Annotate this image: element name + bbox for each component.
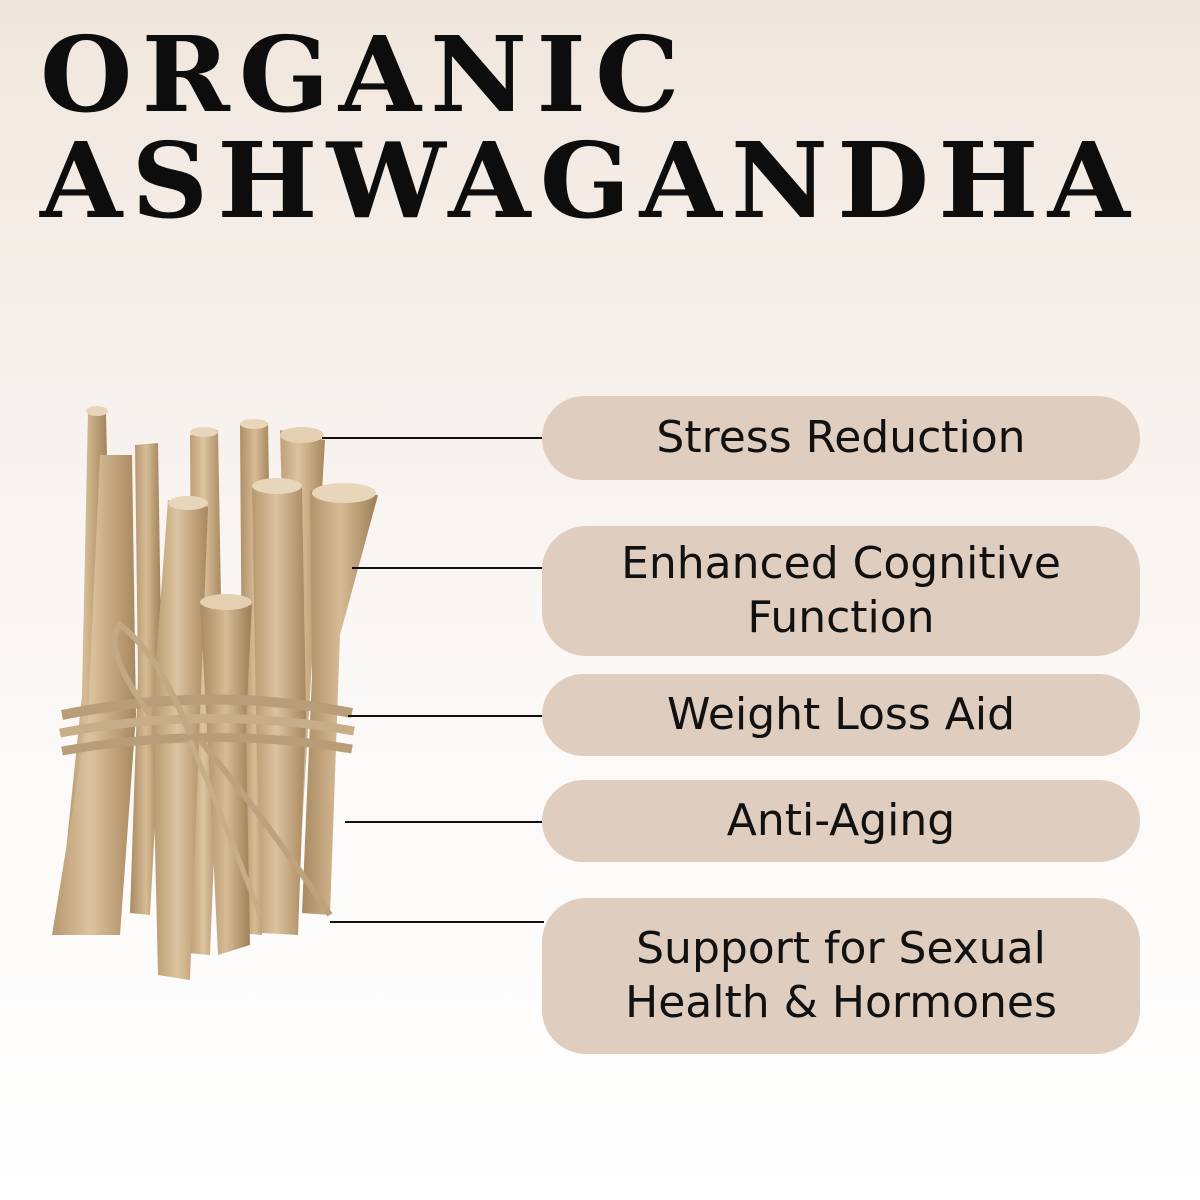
benefit-sexual-health-hormones: Support for Sexual Health & Hormones [542,898,1140,1054]
connector-line-3 [348,715,544,717]
ashwagandha-root-bundle-image [52,406,378,980]
benefit-stress-reduction: Stress Reduction [542,396,1140,480]
title-line-2: ASHWAGANDHA [40,119,1140,242]
page-title: ORGANIC ASHWAGANDHA [40,22,1139,234]
connector-line-1 [322,437,544,439]
benefit-label: Weight Loss Aid [666,689,1016,740]
benefit-label-line-1: Enhanced Cognitive [621,538,1061,589]
benefit-label-line-2: Function [747,592,935,643]
benefit-weight-loss-aid: Weight Loss Aid [542,674,1140,756]
benefit-label-line-1: Support for Sexual [636,923,1046,974]
connector-line-4 [345,821,544,823]
title-line-1: ORGANIC [40,13,689,136]
benefit-label-line-2: Health & Hormones [625,977,1057,1028]
benefit-label: Stress Reduction [656,412,1026,463]
connector-line-2 [352,567,544,569]
benefit-enhanced-cognitive-function: Enhanced Cognitive Function [542,526,1140,656]
benefit-label: Anti-Aging [726,795,956,846]
benefit-anti-aging: Anti-Aging [542,780,1140,862]
connector-line-5 [330,921,544,923]
